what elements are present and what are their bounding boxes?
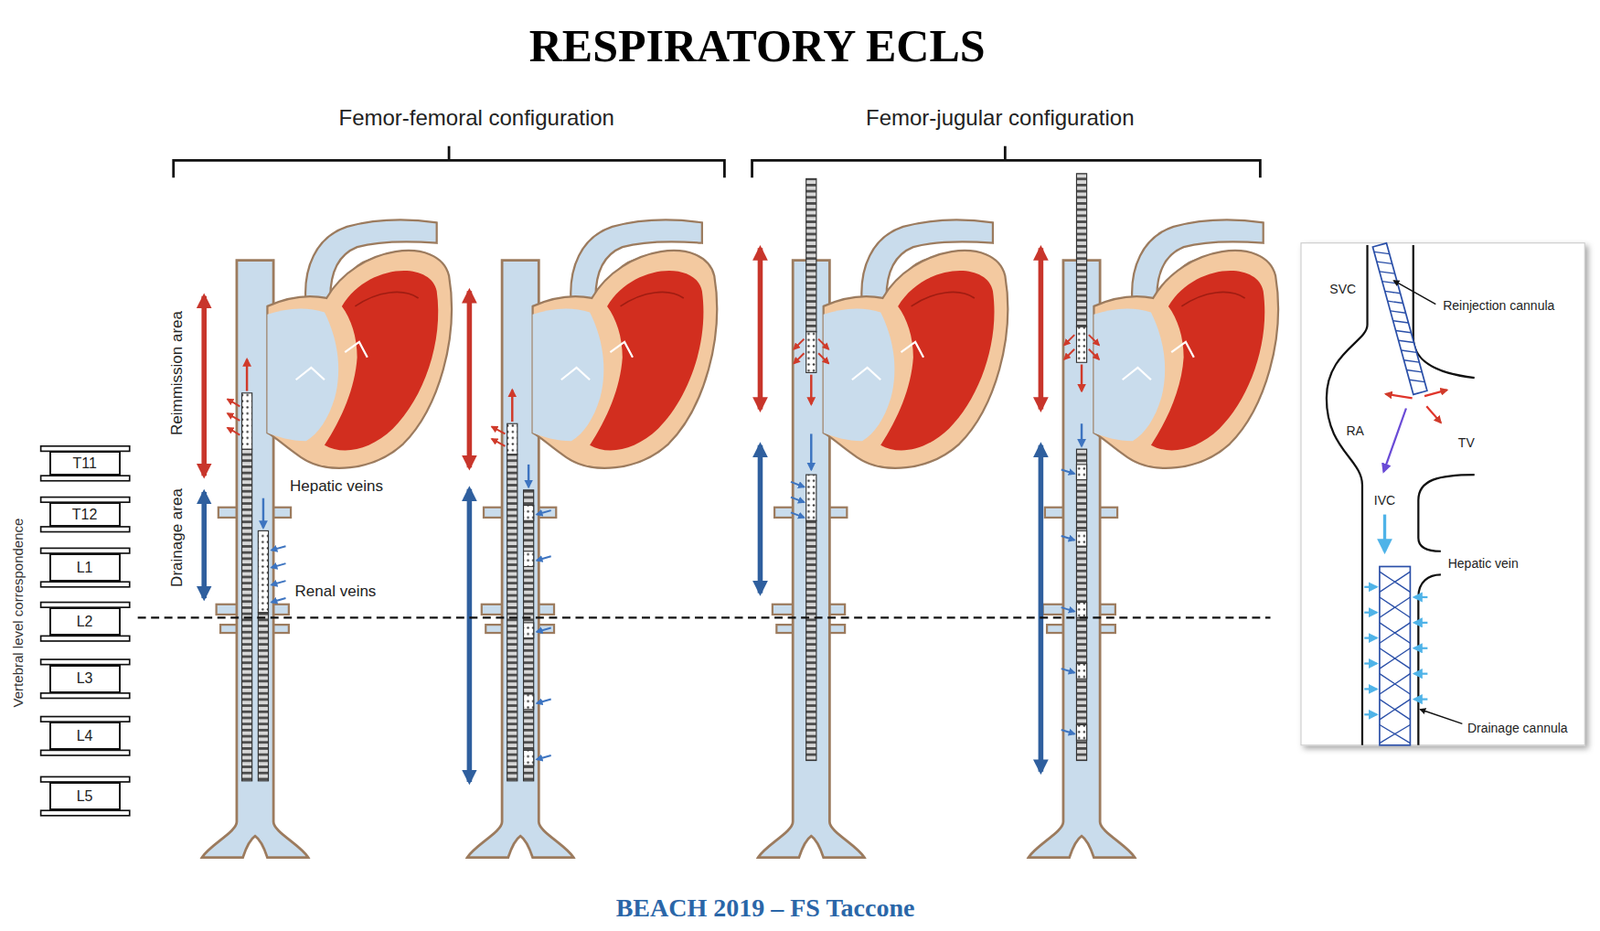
- annotation-label: Femor-jugular configuration: [865, 106, 1134, 132]
- diagram-title: RESPIRATORY ECLS: [529, 19, 986, 73]
- vertebra-label: T11: [72, 455, 96, 472]
- annotation-label: Drainage cannula: [1467, 720, 1568, 736]
- vertebra-box: L2: [49, 607, 121, 636]
- annotation-label: IVC: [1374, 492, 1396, 508]
- caption: BEACH 2019 – FS Taccone: [616, 893, 916, 923]
- annotation-label: RA: [1345, 423, 1364, 438]
- vertebra-box: L4: [49, 721, 121, 750]
- annotation-label: Reimmission area: [168, 310, 187, 436]
- annotation-label: Vertebral level correspondence: [10, 517, 26, 707]
- vertebra-box: L1: [49, 553, 121, 582]
- annotation-label: Femor-femoral configuration: [338, 106, 614, 132]
- annotation-label: Reinjection cannula: [1442, 298, 1555, 313]
- vertebra-label: L5: [76, 788, 94, 805]
- vertebra-box: L5: [49, 781, 121, 811]
- inset-panel: [1301, 243, 1585, 746]
- annotation-label: Renal veins: [295, 583, 377, 602]
- vertebra-label: L1: [76, 559, 94, 576]
- annotation-label: Hepatic veins: [289, 478, 384, 497]
- vertebra-box: L3: [49, 664, 121, 694]
- vertebra-box: T12: [49, 501, 121, 527]
- cannulas: [242, 173, 1088, 781]
- heart: [266, 219, 1279, 468]
- vertebra-box: T11: [49, 450, 121, 476]
- annotation-label: SVC: [1329, 281, 1356, 297]
- vertebra-label: L4: [76, 727, 94, 745]
- flow-arrows: [227, 334, 1099, 759]
- vertebra-label: T12: [72, 506, 98, 523]
- vertebra-label: L3: [76, 670, 94, 687]
- vertebra-label: L2: [76, 613, 94, 630]
- vertebral-level-line: [138, 616, 1271, 619]
- bracket: [173, 146, 1261, 179]
- annotation-label: TV: [1458, 435, 1475, 450]
- annotation-label: Drainage area: [168, 488, 187, 587]
- vertebra-endplates: [41, 446, 130, 816]
- annotation-label: Hepatic vein: [1448, 555, 1519, 571]
- area-arrows: [203, 247, 1041, 782]
